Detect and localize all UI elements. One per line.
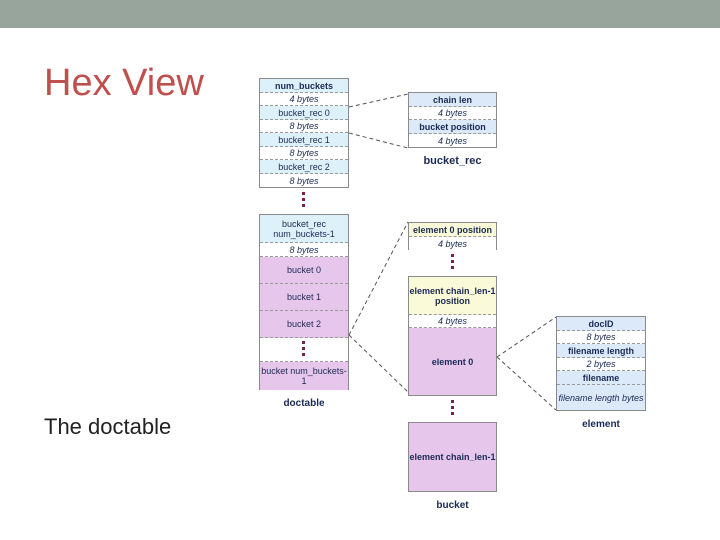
connector-bucket-bottom: [348, 334, 409, 393]
ellipsis-icon: [451, 254, 455, 272]
cell-size: 8 bytes: [260, 174, 348, 187]
cell-bucket-2: bucket 2: [260, 311, 348, 338]
bucket-lower: element chain_len-1: [408, 422, 497, 492]
cell-bucket-1: bucket 1: [260, 284, 348, 311]
cell-num-buckets: num_buckets: [260, 79, 348, 93]
bucket-rec-label: bucket_rec: [423, 155, 482, 167]
bucket-upper: element 0 position 4 bytes: [408, 222, 497, 250]
cell-filename: filename: [557, 371, 645, 385]
cell-size: 8 bytes: [557, 331, 645, 344]
cell-bucket-position: bucket position: [409, 120, 496, 134]
cell-filename-length: filename length: [557, 344, 645, 358]
element-box: docID 8 bytes filename length 2 bytes fi…: [556, 316, 646, 411]
cell-size: 2 bytes: [557, 358, 645, 371]
cell-filename-bytes: filename length bytes: [557, 385, 645, 410]
cell-element-0-position: element 0 position: [409, 223, 496, 237]
slide-title: Hex View: [44, 62, 204, 104]
cell-ellipsis-gap: [260, 338, 348, 362]
connector-element-bottom: [496, 356, 557, 411]
slide-subtitle: The doctable: [44, 414, 172, 439]
bucket-label: bucket: [436, 500, 469, 511]
cell-element-last: element chain_len-1: [409, 423, 496, 491]
top-bar: [0, 0, 720, 28]
cell-chain-len: chain len: [409, 93, 496, 107]
connector-element-top: [496, 316, 557, 358]
cell-size: 8 bytes: [260, 120, 348, 133]
doctable-upper: num_buckets 4 bytes bucket_rec 0 8 bytes…: [259, 78, 349, 188]
cell-size: 4 bytes: [409, 107, 496, 120]
cell-size: 4 bytes: [409, 134, 496, 147]
bucket-rec-box: chain len 4 bytes bucket position 4 byte…: [408, 92, 497, 148]
element-label: element: [582, 419, 620, 430]
cell-docid: docID: [557, 317, 645, 331]
cell-size: 4 bytes: [409, 315, 496, 328]
ellipsis-icon: [302, 340, 306, 359]
cell-bucket-rec-last: bucket_rec num_buckets-1: [260, 215, 348, 243]
cell-bucket-rec-2: bucket_rec 2: [260, 160, 348, 174]
cell-size: 8 bytes: [260, 243, 348, 257]
cell-element-last-position: element chain_len-1 position: [409, 277, 496, 315]
doctable-lower: bucket_rec num_buckets-1 8 bytes bucket …: [259, 214, 349, 390]
cell-bucket-rec-0: bucket_rec 0: [260, 106, 348, 120]
connector-bucket-rec-top: [348, 93, 409, 108]
cell-bucket-rec-1: bucket_rec 1: [260, 133, 348, 147]
cell-size: 4 bytes: [409, 237, 496, 250]
doctable-label: doctable: [283, 398, 325, 409]
cell-size: 4 bytes: [260, 93, 348, 106]
cell-element-0: element 0: [409, 328, 496, 395]
cell-bucket-0: bucket 0: [260, 257, 348, 284]
connector-bucket-rec-bottom: [348, 132, 409, 149]
cell-bucket-last: bucket num_buckets-1: [260, 362, 348, 390]
ellipsis-icon: [451, 400, 455, 418]
ellipsis-icon: [302, 192, 306, 210]
bucket-middle: element chain_len-1 position 4 bytes ele…: [408, 276, 497, 396]
cell-size: 8 bytes: [260, 147, 348, 160]
connector-bucket-top: [348, 221, 409, 336]
